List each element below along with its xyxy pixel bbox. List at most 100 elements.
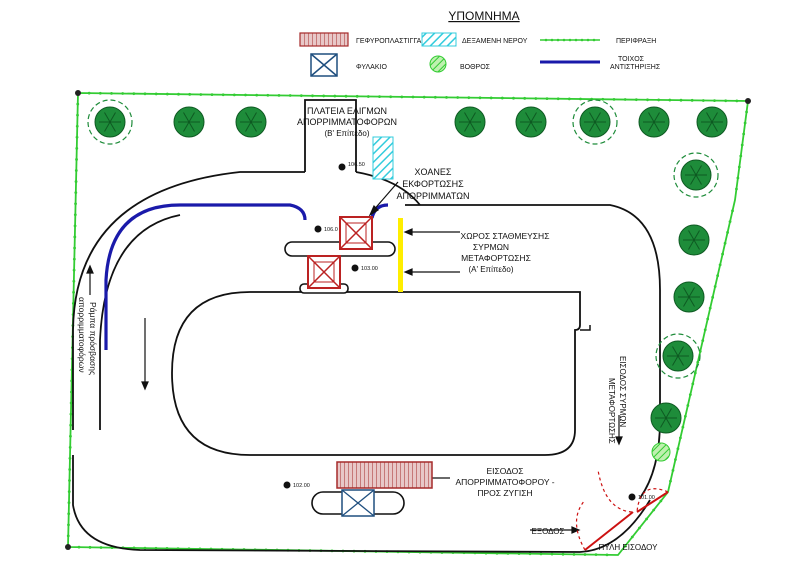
fence-post [74, 191, 78, 195]
trailer-entry-label-2: ΜΕΤΑΦΟΡΤΩΣΗΣ [607, 378, 616, 444]
svg-text:101.00: 101.00 [638, 495, 655, 501]
fence-post [154, 92, 158, 96]
scale-bridge-legend-icon [299, 32, 349, 47]
fence-post [188, 92, 192, 96]
exit-label: ΕΞΟΔΟΣ [532, 527, 565, 536]
fence-post [266, 93, 270, 97]
fence-post [737, 165, 741, 169]
tree-icon [696, 106, 728, 138]
fence-post [721, 252, 724, 256]
fence-post [659, 499, 663, 503]
tree-icon [87, 99, 133, 145]
elevation-marker: 106.0 [314, 225, 338, 233]
ramp-label-1: Ράμπα πρόσβασης [88, 302, 98, 375]
fence-post [735, 187, 738, 191]
fence-post [495, 551, 499, 555]
fence-post [165, 547, 169, 550]
fence-post [366, 95, 370, 98]
fence-post [506, 552, 510, 555]
fence-post [745, 110, 748, 114]
fence-post [74, 202, 77, 206]
elevation-marker: 102.00 [283, 481, 310, 489]
entrance-gate [575, 469, 669, 551]
tree-icon [638, 106, 670, 138]
fence-post [489, 96, 493, 100]
trailer-parking-line [398, 218, 403, 292]
fence-post [72, 257, 76, 261]
fence-post [545, 97, 549, 100]
tree-icon [235, 106, 267, 138]
fence-post [703, 328, 707, 332]
parking-label-2: ΣΥΡΜΩΝ [473, 242, 509, 252]
fence-post [743, 121, 747, 125]
legend-scale-bridge-label: ΓΕΦΥΡΟΠΛΑΣΤΙΓΓΑ [356, 38, 422, 45]
fence-post [605, 553, 609, 557]
inner-island [171, 291, 581, 456]
access-roads [72, 99, 661, 553]
fence-post [422, 95, 426, 99]
fence-post [277, 94, 281, 97]
fence-post [76, 113, 79, 117]
fence-post [210, 93, 214, 96]
fence-post [232, 93, 236, 97]
fence-post [726, 231, 729, 234]
fence-post [676, 447, 680, 451]
fence-post [706, 317, 710, 321]
legend-guardhouse-label: ΦΥΛΑΚΙΟ [356, 64, 387, 71]
fence-post [75, 158, 78, 161]
svg-text:103.00: 103.00 [361, 266, 378, 272]
fence-post [742, 132, 746, 136]
fence-post [561, 552, 565, 556]
fence-post [652, 508, 656, 512]
tree-icon [173, 106, 205, 138]
fence-post [500, 96, 504, 100]
fence-post [72, 279, 76, 283]
hoppers-label-3: ΑΠΟΡΡΙΜΜΑΤΩΝ [397, 191, 470, 201]
fence-post [669, 479, 672, 483]
maneuver-area-label-3: (Β' Επίπεδο) [324, 129, 369, 138]
weighbridge [336, 461, 433, 489]
tree-icon [572, 99, 618, 145]
guardhouse [311, 489, 405, 517]
fence-post [67, 490, 71, 494]
fence-post [73, 224, 77, 228]
parking-label-4: (Α' Επίπεδο) [468, 265, 513, 274]
fence-post [74, 180, 78, 183]
fence-post [244, 93, 247, 97]
fence-post [716, 274, 720, 278]
tree-icon [454, 106, 486, 138]
fence-post [567, 97, 571, 101]
fence-post [478, 96, 482, 100]
fence-post [550, 552, 554, 556]
fence-post [69, 434, 72, 438]
fence-post [199, 93, 203, 96]
svg-text:102.00: 102.00 [293, 483, 310, 489]
perimeter-fence [65, 90, 751, 557]
fence-post [400, 95, 404, 99]
fence-post [701, 339, 705, 342]
fence-post [657, 98, 661, 102]
fence-post [690, 98, 694, 102]
tree-icon [655, 333, 701, 379]
fence-post [696, 360, 700, 364]
fence-post [143, 546, 147, 550]
fence-post [344, 94, 348, 98]
elevation-marker: 103.00 [351, 264, 378, 272]
island-notch [580, 325, 591, 331]
fence-post [688, 393, 692, 397]
hopper-lower [307, 255, 341, 289]
fence-post [718, 263, 722, 267]
fence-post [165, 92, 169, 96]
perimeter-fence-legend-icon [540, 38, 600, 42]
fence-post [355, 94, 359, 98]
fence-post [731, 209, 734, 213]
fence-post [75, 146, 79, 150]
fence-post [73, 213, 77, 217]
fence-post [322, 94, 326, 98]
fence-post [72, 268, 76, 272]
fence-post [98, 91, 102, 95]
fence-post [132, 546, 136, 550]
fence-post [713, 99, 716, 102]
retaining-wall [104, 203, 307, 350]
